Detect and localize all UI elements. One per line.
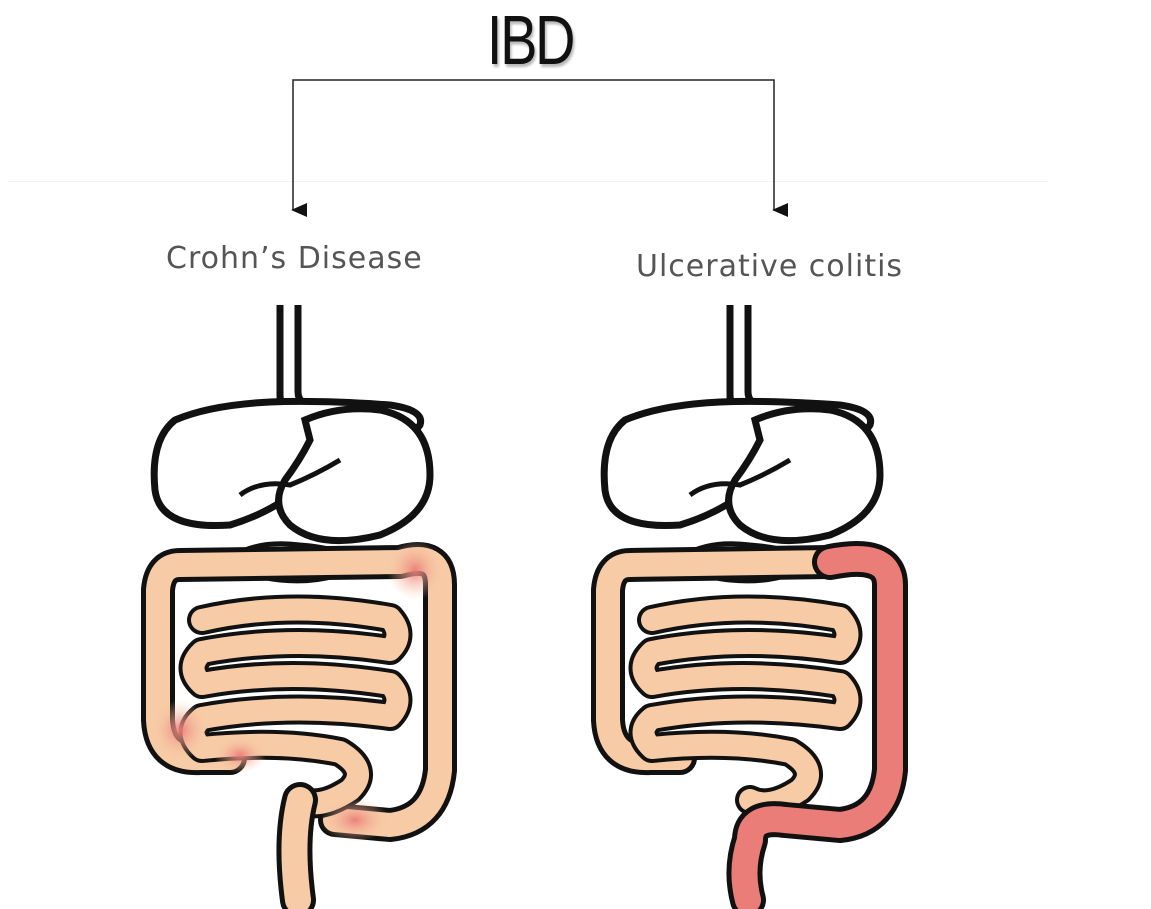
connector-left-arrow bbox=[293, 80, 484, 210]
crohns-disease-label: Crohn’s Disease bbox=[166, 241, 423, 276]
ulcerative-colitis-label: Ulcerative colitis bbox=[636, 249, 903, 284]
branch-connector bbox=[0, 0, 1151, 240]
connector-right-arrow bbox=[484, 80, 774, 210]
digestive-system-icon bbox=[590, 300, 910, 909]
digestive-system-icon bbox=[140, 300, 460, 909]
